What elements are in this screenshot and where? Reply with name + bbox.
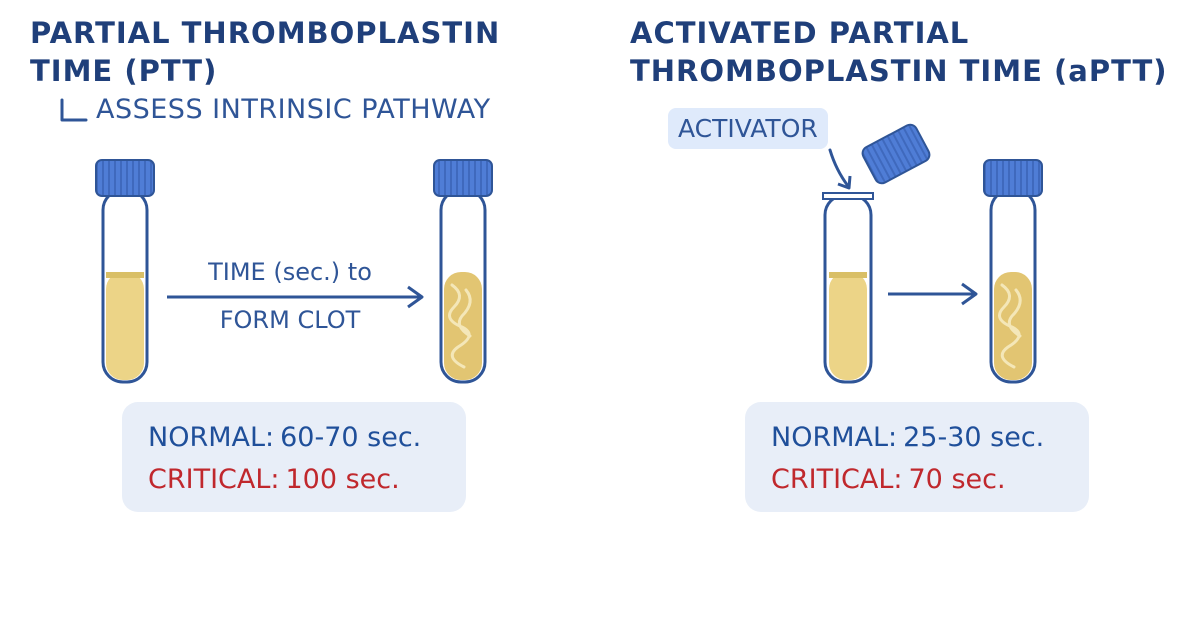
ptt-arrow-label-line1: TIME (sec.) to	[208, 258, 372, 286]
ptt-normal-value: 60-70 sec.	[280, 422, 422, 453]
ptt-tube-clot	[433, 159, 493, 384]
clot-icon	[998, 283, 1022, 369]
aptt-critical-value: 70 sec.	[908, 464, 1006, 495]
ptt-critical-value: 100 sec.	[285, 464, 400, 495]
aptt-normal-value: 25-30 sec.	[903, 422, 1045, 453]
ptt-title-line2: TIME (PTT)	[30, 54, 218, 88]
subtitle-bracket-icon	[60, 98, 88, 122]
tube-cap-icon	[433, 159, 493, 197]
ptt-critical-row: CRITICAL:100 sec.	[148, 464, 400, 495]
ptt-critical-label: CRITICAL:	[148, 464, 280, 495]
clot-icon	[448, 283, 472, 369]
ptt-result-box: NORMAL:60-70 sec. CRITICAL:100 sec.	[122, 402, 466, 512]
aptt-normal-row: NORMAL:25-30 sec.	[771, 422, 1044, 453]
aptt-tube-clot	[983, 159, 1043, 384]
ptt-normal-label: NORMAL:	[148, 422, 275, 453]
aptt-critical-label: CRITICAL:	[771, 464, 903, 495]
tube-cap-icon	[983, 159, 1043, 197]
aptt-tube-open	[822, 192, 874, 384]
aptt-title-line2: THROMBOPLASTIN TIME (aPTT)	[630, 54, 1168, 88]
removed-cap-icon	[861, 123, 931, 185]
aptt-arrow-icon	[888, 282, 978, 306]
ptt-normal-row: NORMAL:60-70 sec.	[148, 422, 421, 453]
aptt-critical-row: CRITICAL:70 sec.	[771, 464, 1006, 495]
activator-arrow-icon	[828, 148, 852, 190]
ptt-tube-before	[95, 159, 155, 384]
ptt-title-line1: PARTIAL THROMBOPLASTIN	[30, 16, 501, 50]
ptt-subtitle: ASSESS INTRINSIC PATHWAY	[96, 94, 491, 125]
aptt-title-line1: ACTIVATED PARTIAL	[630, 16, 970, 50]
activator-label: ACTIVATOR	[668, 108, 828, 149]
ptt-arrow-icon	[167, 285, 424, 309]
aptt-normal-label: NORMAL:	[771, 422, 898, 453]
tube-cap-icon	[95, 159, 155, 197]
aptt-result-box: NORMAL:25-30 sec. CRITICAL:70 sec.	[745, 402, 1089, 512]
ptt-arrow-label-line2: FORM CLOT	[219, 306, 361, 334]
